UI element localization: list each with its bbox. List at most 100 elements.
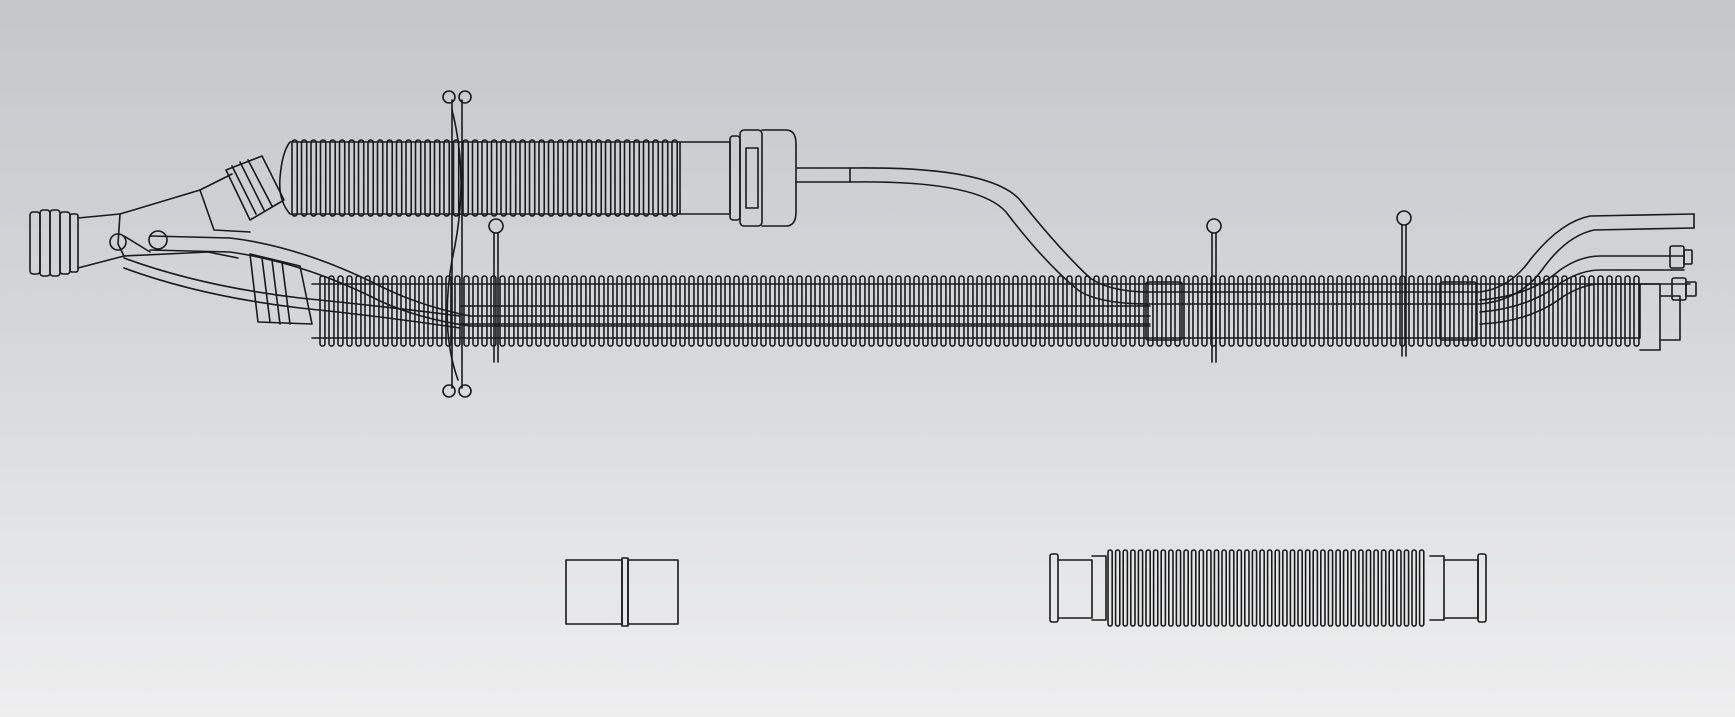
- inspiratory-rib: [615, 140, 620, 216]
- expiratory-end-sleeve: [1640, 284, 1660, 350]
- extension-rib: [1404, 550, 1408, 626]
- pressure-port-cap: [149, 231, 167, 249]
- expiratory-cuff-ribs: [262, 258, 290, 324]
- inspiratory-rib: [387, 140, 392, 216]
- extension-rib: [1207, 550, 1211, 626]
- expiratory-rib: [374, 276, 379, 346]
- y-cuff-ring-4: [60, 212, 70, 274]
- expiratory-rib: [500, 276, 505, 346]
- y-upper-branch-edge: [78, 174, 232, 218]
- inspiratory-rib: [501, 140, 506, 216]
- monitoring-line-lower-edge: [796, 182, 1694, 304]
- right-luer-cap-1: [1684, 250, 1692, 264]
- extension-rib: [1420, 550, 1424, 626]
- y-cuff-ring-5: [70, 214, 78, 272]
- expiratory-rib: [365, 276, 370, 346]
- inspiratory-rib: [492, 140, 497, 216]
- expiratory-rib: [608, 276, 613, 346]
- breathing-circuit: [30, 91, 1696, 397]
- extension-rib: [1108, 550, 1112, 626]
- expiratory-rib: [779, 276, 784, 346]
- connector-center-ring: [622, 558, 628, 626]
- expiratory-rib: [455, 276, 460, 346]
- extension-rib: [1222, 550, 1226, 626]
- expiratory-rib: [689, 276, 694, 346]
- connector-left-half: [566, 560, 622, 624]
- monitoring-line: [796, 168, 1694, 304]
- expiratory-rib: [338, 276, 343, 346]
- inspiratory-rib: [587, 140, 592, 216]
- expiratory-rib: [1031, 276, 1036, 346]
- double-clip-wire: [447, 110, 461, 380]
- expiratory-rib: [968, 276, 973, 346]
- extension-rib: [1131, 550, 1135, 626]
- extension-rib: [1230, 550, 1234, 626]
- y-center-seam: [200, 190, 250, 232]
- expiratory-rib: [1337, 276, 1342, 346]
- expiratory-rib: [1184, 276, 1189, 346]
- extension-rib: [1351, 550, 1355, 626]
- hose-band-2: [1440, 282, 1476, 340]
- inspiratory-hose-ribs: [292, 140, 677, 216]
- expiratory-rib: [545, 276, 550, 346]
- extension-rib: [1412, 550, 1416, 626]
- double-clip-stem: [452, 100, 462, 388]
- corrugated-extension-hose: [1050, 550, 1486, 626]
- expiratory-rib: [572, 276, 577, 346]
- expiratory-rib: [977, 276, 982, 346]
- expiratory-rib: [1193, 276, 1198, 346]
- expiratory-rib: [356, 276, 361, 346]
- extension-rib: [1199, 550, 1203, 626]
- hose-clip-3: [1397, 211, 1411, 356]
- inspiratory-rib: [482, 140, 487, 216]
- inspiratory-rib: [444, 140, 449, 216]
- y-piece-connector: [30, 174, 250, 276]
- expiratory-rib: [716, 276, 721, 346]
- expiratory-rib: [833, 276, 838, 346]
- expiratory-rib: [1274, 276, 1279, 346]
- extension-left-lip: [1050, 554, 1058, 622]
- inspiratory-rib: [397, 140, 402, 216]
- inspiratory-rib: [416, 140, 421, 216]
- inspiratory-rib: [520, 140, 525, 216]
- expiratory-end-connector: [1660, 296, 1680, 340]
- extension-rib: [1123, 550, 1127, 626]
- expiratory-rib: [428, 276, 433, 346]
- expiratory-rib: [1454, 276, 1459, 346]
- inspiratory-rib: [311, 140, 316, 216]
- hose-clip-3-stem: [1402, 225, 1406, 356]
- extension-rib: [1313, 550, 1317, 626]
- inspiratory-connector-cap: [762, 130, 796, 226]
- inspiratory-rib: [340, 140, 345, 216]
- expiratory-rib: [1328, 276, 1333, 346]
- extension-rib: [1245, 550, 1249, 626]
- extension-left-collar: [1092, 556, 1106, 620]
- y-lower-branch-edge: [78, 252, 238, 268]
- hose-clip-2: [1207, 219, 1221, 362]
- expiratory-rib: [1463, 276, 1468, 346]
- inspiratory-rib: [596, 140, 601, 216]
- extension-rib: [1184, 550, 1188, 626]
- inspiratory-rib: [406, 140, 411, 216]
- expiratory-rib: [1013, 276, 1018, 346]
- expiratory-rib: [1355, 276, 1360, 346]
- extension-rib: [1366, 550, 1370, 626]
- expiratory-rib: [950, 276, 955, 346]
- double-clip-knob-top-left: [443, 91, 455, 103]
- expiratory-rib: [1310, 276, 1315, 346]
- expiratory-rib: [383, 276, 388, 346]
- inspiratory-rib: [368, 140, 373, 216]
- expiratory-rib: [1445, 276, 1450, 346]
- expiratory-rib: [437, 276, 442, 346]
- expiratory-limb: [250, 254, 1680, 350]
- extension-left-sleeve: [1058, 560, 1092, 618]
- extension-rib: [1389, 550, 1393, 626]
- inspiratory-connector-window: [746, 148, 758, 208]
- expiratory-elbow-cuff: [250, 254, 312, 324]
- expiratory-rib: [1373, 276, 1378, 346]
- expiratory-rib: [1553, 276, 1558, 346]
- expiratory-rib: [1283, 276, 1288, 346]
- expiratory-rib: [1094, 276, 1099, 346]
- expiratory-rib: [806, 276, 811, 346]
